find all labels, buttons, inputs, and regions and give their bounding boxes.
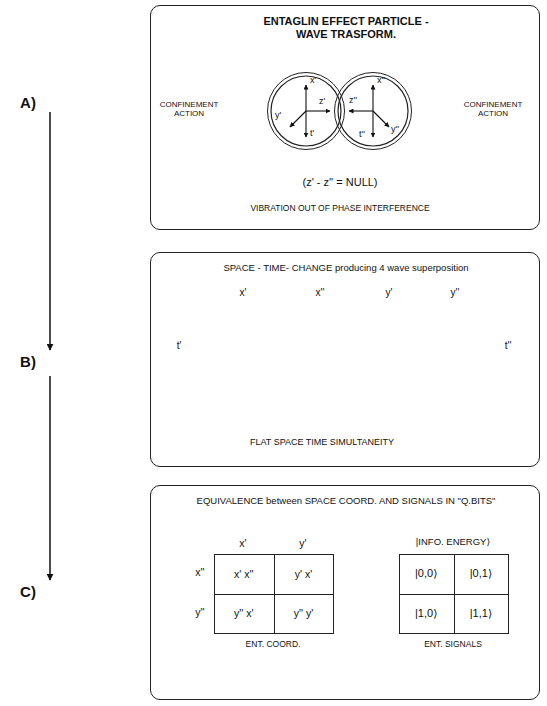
axis-arrow — [373, 111, 389, 127]
annotation-label: x' — [231, 287, 255, 299]
annotation-label: y'' — [443, 287, 467, 299]
ring — [268, 73, 345, 150]
step-label: B) — [13, 353, 43, 370]
annotation-label: (z' - z'' = NULL) — [240, 176, 440, 189]
axis-label: z' — [319, 96, 325, 106]
annotation-label: y' — [291, 537, 315, 549]
ring — [271, 76, 341, 146]
axis-label: y'' — [391, 124, 399, 134]
annotation-label: CONFINEMENT ACTION — [154, 100, 224, 118]
grid-cell: |1,1⟩ — [454, 594, 509, 634]
ring — [338, 76, 408, 146]
panel-title: EQUIVALENCE between SPACE COORD. AND SIG… — [161, 496, 531, 507]
cell-text: |1,1⟩ — [470, 607, 492, 620]
axis-arrow — [290, 111, 306, 127]
axis-label: x'' — [377, 75, 385, 85]
annotation-label: ENT. COORD. — [213, 640, 333, 650]
sequence-arrow — [49, 112, 51, 580]
cell-text: y'' x' — [234, 607, 253, 619]
grid-cell: |0,1⟩ — [454, 554, 509, 596]
annotation-label: y'' — [190, 606, 210, 618]
axis-arrow — [305, 111, 306, 137]
panel-box: EQUIVALENCE between SPACE COORD. AND SIG… — [150, 485, 540, 700]
axis-label: t'' — [359, 129, 365, 139]
step-label: C) — [13, 583, 43, 600]
annotation-label: |INFO. ENERGY⟩ — [388, 537, 518, 548]
annotation-label: x' — [231, 537, 255, 549]
annotation-label: VIBRATION OUT OF PHASE INTERFERENCE — [220, 204, 460, 214]
panel-title: ENTAGLIN EFFECT PARTICLE - WAVE TRASFORM… — [161, 15, 531, 40]
coordinate-grid: x' x'' y' x' y'' x' y'' y' — [214, 554, 334, 634]
grid-cell: y'' y' — [274, 594, 334, 634]
grid-cell: y' x' — [274, 554, 334, 596]
annotation-label: t' — [172, 340, 186, 352]
cell-text: |0,0⟩ — [415, 567, 437, 580]
axis-arrow — [305, 85, 306, 111]
grid-cell: |0,0⟩ — [399, 554, 456, 596]
cell-text: y'' y' — [294, 607, 313, 619]
panel-title: SPACE - TIME- CHANGE producing 4 wave su… — [161, 263, 531, 274]
axis-arrow — [349, 110, 373, 111]
axis-arrow — [372, 85, 373, 111]
axis-label: x' — [310, 75, 316, 85]
annotation-label: FLAT SPACE TIME SIMULTANEITY — [192, 437, 452, 447]
annotation-label: CONFINEMENT ACTION — [453, 100, 533, 118]
axis-label: t' — [310, 128, 314, 138]
grid-cell: x' x'' — [214, 554, 276, 596]
grid-cell: |1,0⟩ — [399, 594, 456, 634]
annotation-label: x'' — [190, 566, 210, 578]
annotation-label: y' — [377, 287, 401, 299]
annotation-label: t'' — [500, 340, 516, 352]
cell-text: x' x'' — [234, 568, 253, 580]
cell-text: y' x' — [295, 568, 312, 580]
axis-arrow — [372, 111, 373, 137]
particle-ring — [333, 71, 413, 151]
coordinate-grid: |0,0⟩ |0,1⟩ |1,0⟩ |1,1⟩ — [399, 554, 509, 634]
axis-label: y' — [275, 110, 281, 120]
panel-box: SPACE - TIME- CHANGE producing 4 wave su… — [150, 252, 540, 467]
ring — [335, 73, 412, 150]
particle-circle: x'' z'' y'' t'' — [333, 71, 413, 151]
annotation-label: ENT. SIGNALS — [393, 640, 513, 650]
axis-label: z'' — [349, 95, 357, 105]
grid-cell: y'' x' — [214, 594, 276, 634]
cell-text: |1,0⟩ — [415, 607, 437, 620]
cell-text: |0,1⟩ — [470, 567, 492, 580]
annotation-label: x'' — [308, 287, 332, 299]
step-label: A) — [13, 94, 43, 111]
axis-arrow — [306, 110, 330, 111]
